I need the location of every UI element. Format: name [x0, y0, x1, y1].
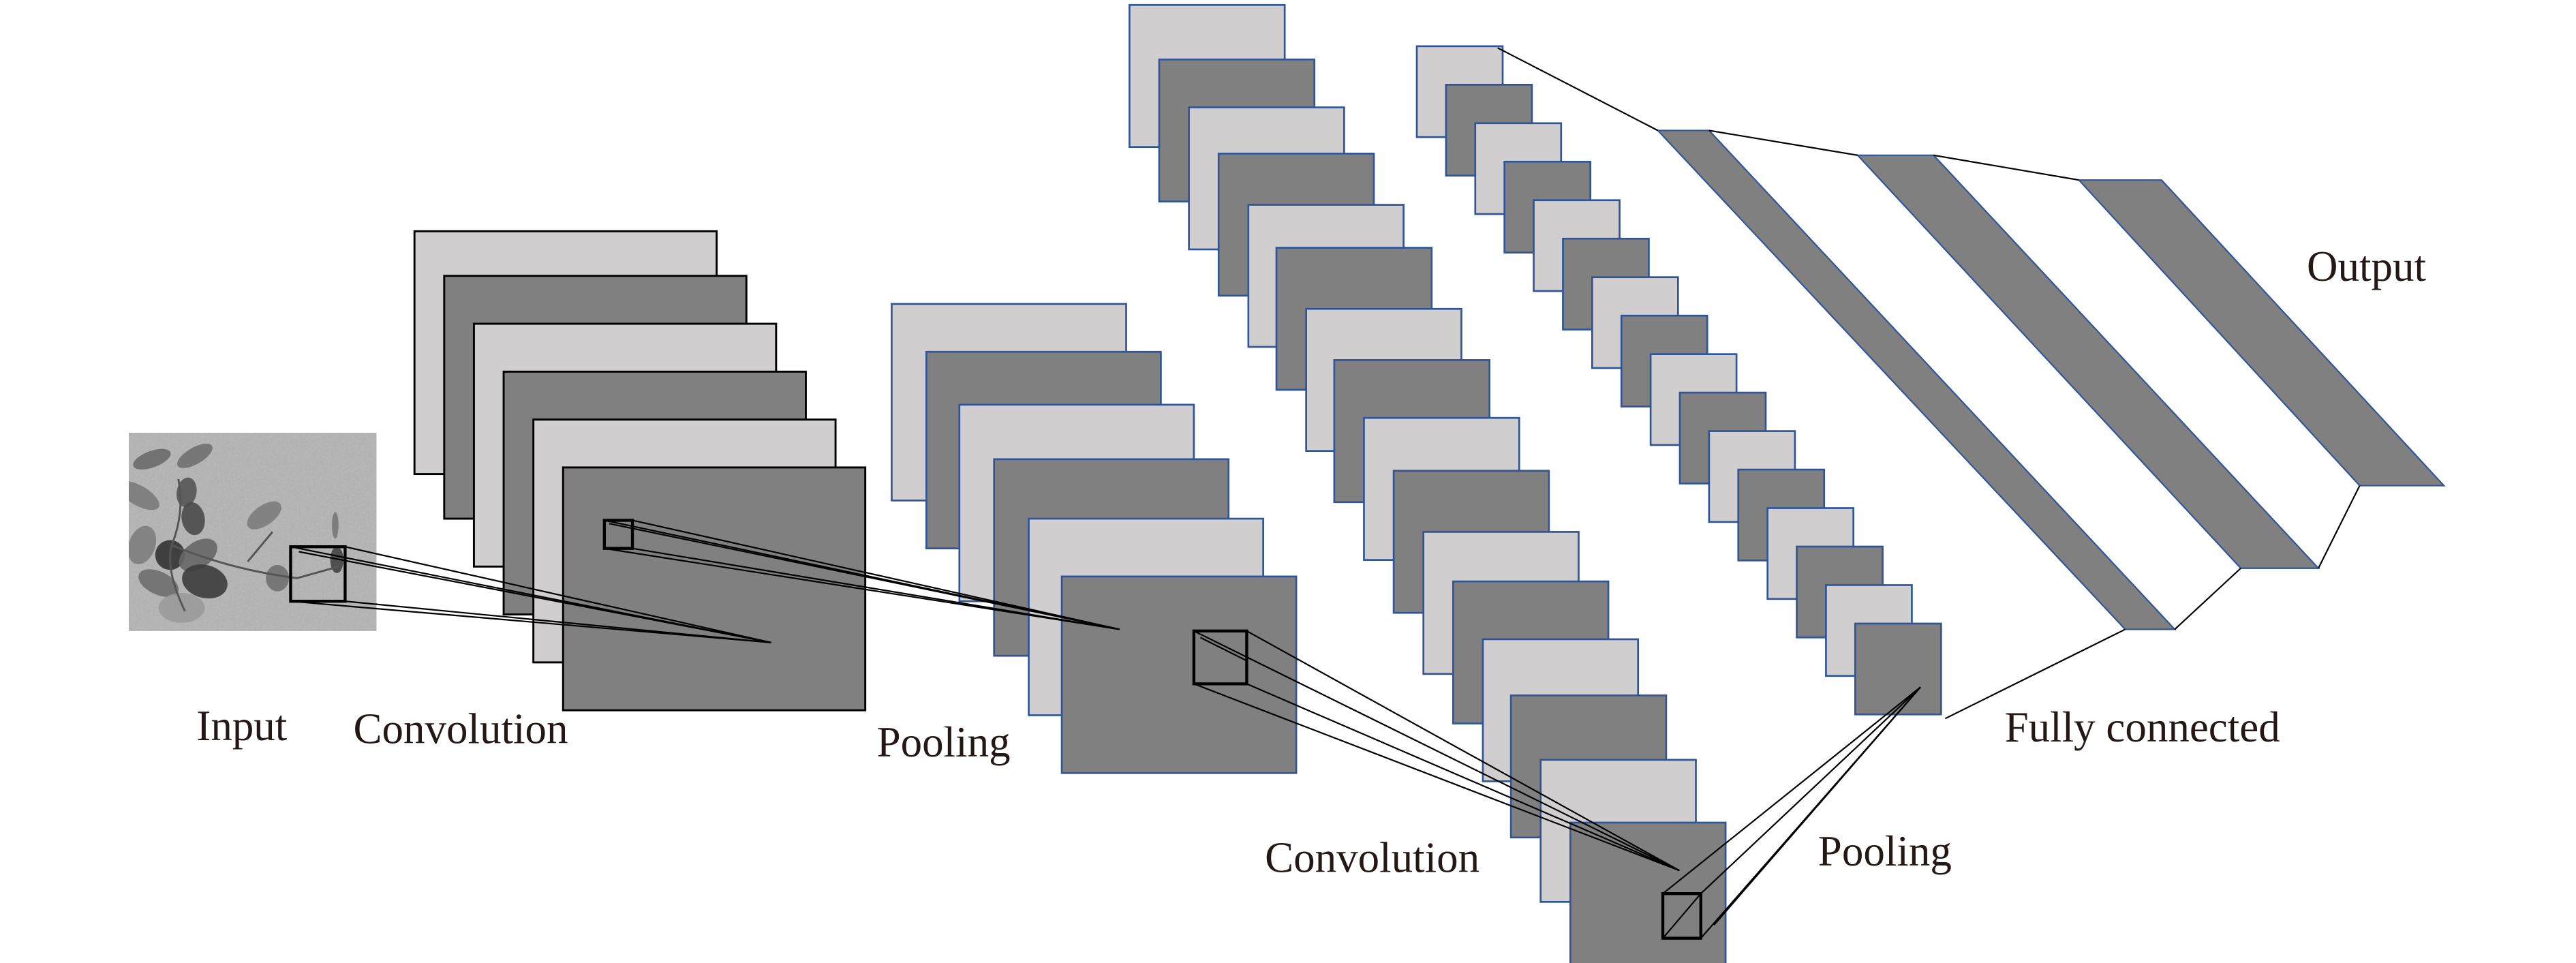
connection-line [2318, 485, 2361, 569]
box-diagonal-line [1662, 893, 1702, 939]
leaf-shape [181, 502, 205, 536]
label-input: Input [196, 702, 287, 750]
conv1-feature-map [562, 466, 867, 712]
label-convolution-2: Convolution [1265, 834, 1479, 882]
label-pooling-1: Pooling [877, 718, 1011, 766]
leaf-shape [247, 501, 281, 530]
input-image [129, 433, 377, 631]
pool1-feature-map [1060, 575, 1298, 774]
pool2-feature-maps [1415, 45, 1942, 716]
conv2-feature-maps [1129, 3, 1727, 963]
connection-line [2174, 567, 2241, 630]
connection-line [1662, 686, 1921, 895]
receptive-field-box [289, 545, 347, 603]
connection-line [1708, 129, 1858, 156]
connection-line [1713, 686, 1921, 926]
receptive-field-box [602, 519, 634, 550]
label-fully-connected: Fully connected [2005, 703, 2280, 751]
connection-line [1700, 686, 1921, 895]
leaf-shape [176, 477, 197, 507]
connection-line [1933, 154, 2079, 181]
connection-line [632, 519, 1120, 630]
leaf-shape [266, 564, 290, 592]
leaf-shape [129, 525, 157, 564]
leaf-shape [177, 443, 213, 468]
box-depth-line [1200, 637, 1247, 662]
fc-band [2077, 179, 2446, 487]
connection-line [298, 551, 771, 643]
connection-line [1193, 630, 1680, 872]
leaf-shape [182, 564, 228, 599]
connection-line [1246, 683, 1680, 872]
label-convolution-1: Convolution [354, 705, 568, 753]
connection-line [1246, 630, 1680, 872]
leaf-shape [138, 569, 179, 597]
pool1-feature-maps [891, 303, 1298, 774]
receptive-field-box [1661, 892, 1702, 940]
connection-line [345, 600, 771, 643]
fully-connected-layers [1656, 129, 2446, 630]
connection-lines [289, 47, 2361, 940]
connection-line [290, 600, 771, 643]
plant-leaves [129, 443, 343, 623]
connection-line [609, 523, 1120, 630]
connection-line [345, 546, 771, 643]
connection-line [1497, 47, 1659, 132]
connection-line [632, 547, 1120, 630]
label-output: Output [2307, 243, 2426, 290]
connection-line [1193, 683, 1680, 872]
label-pooling-2: Pooling [1818, 827, 1952, 875]
leaf-shape [332, 512, 339, 539]
leaf-shape [158, 593, 205, 623]
leaf-shape [133, 448, 171, 470]
connection-line [604, 547, 1120, 630]
connection-line [1944, 628, 2126, 720]
leaf-shape [129, 480, 159, 510]
leaf-shape [330, 547, 343, 574]
pool2-feature-map [1854, 622, 1942, 716]
conv1-feature-maps [413, 230, 867, 712]
